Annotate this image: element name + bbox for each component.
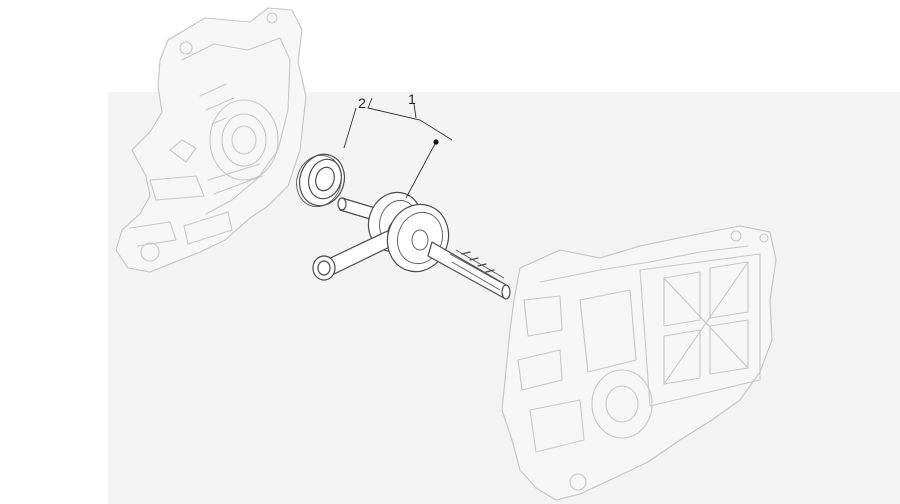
left-crankcase-half (115, 7, 307, 273)
callout-label-1: 1 (408, 91, 416, 107)
callout-leaders (343, 97, 453, 199)
crankshaft-assembly (312, 191, 511, 300)
main-bearing (296, 153, 346, 208)
callout-label-2: 2 (358, 95, 366, 111)
right-crankcase-half (501, 225, 777, 501)
reference-dot (433, 139, 439, 145)
